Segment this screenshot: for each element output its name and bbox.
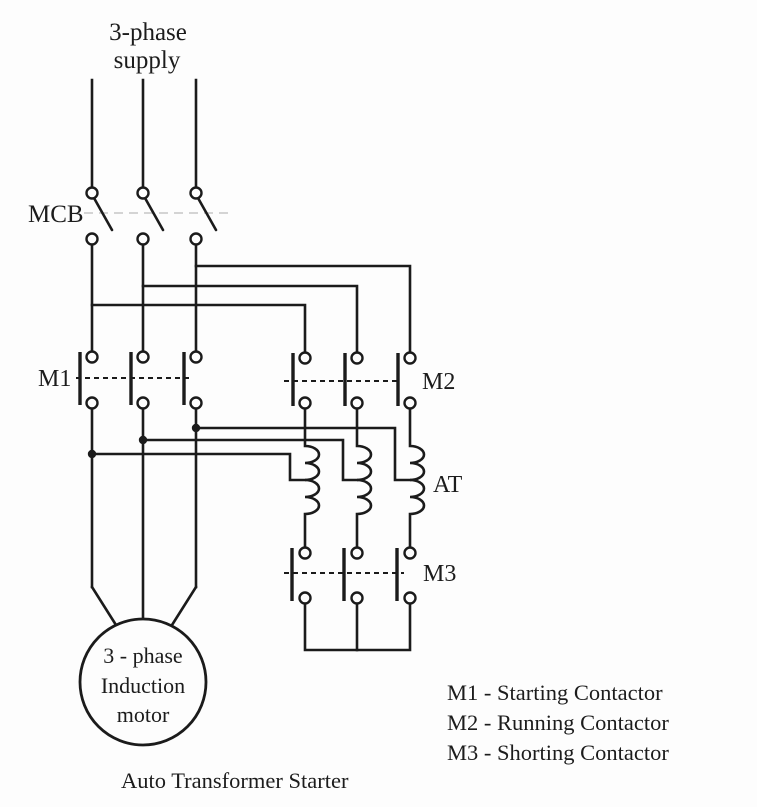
mcb-terminal (189, 232, 203, 246)
shorting-bus (303, 602, 412, 652)
motor-label-line2: Induction (101, 673, 185, 698)
mcb-blade-1 (92, 196, 114, 232)
at-coil-2 (355, 407, 373, 549)
m2-terminal (403, 396, 417, 410)
at-coil-1 (303, 407, 321, 549)
mcb-terminal (136, 186, 150, 200)
m2-terminal (298, 351, 312, 365)
supply-wires (90, 78, 198, 189)
m1-terminal (189, 396, 203, 410)
distribution-wires (90, 243, 412, 354)
motor-label-line3: motor (117, 702, 170, 727)
m3-terminal (350, 591, 364, 605)
m2-contactor: M2 (284, 351, 455, 410)
phase3-branch-to-m2 (194, 264, 412, 354)
m2-terminal (403, 351, 417, 365)
m1-label: M1 (38, 366, 71, 392)
motor-wire-1-slant (90, 585, 118, 627)
supply-label-line2: supply (114, 47, 181, 74)
m1-terminal (136, 396, 150, 410)
at-coil-3 (408, 407, 426, 549)
m3-terminal (298, 591, 312, 605)
motor-feed-wires (90, 407, 198, 627)
m1-terminal (136, 350, 150, 364)
mcb-blade-3 (196, 196, 218, 232)
tap-wire-2 (141, 438, 359, 482)
m3-terminal (350, 546, 364, 560)
at-label: AT (433, 472, 463, 498)
mcb-terminal (136, 232, 150, 246)
m1-terminal (85, 396, 99, 410)
autotransformer-tap-wires (87, 423, 412, 482)
mcb-terminal (85, 232, 99, 246)
m3-contactor: M3 (284, 546, 456, 605)
m3-terminal (403, 546, 417, 560)
m3-terminal (403, 591, 417, 605)
m1-terminal (85, 350, 99, 364)
mcb-switch: MCB (28, 186, 232, 246)
m3-terminal (298, 546, 312, 560)
m1-terminal (189, 350, 203, 364)
mcb-blade-2 (143, 196, 165, 232)
legend-item-m1: M1 - Starting Contactor (447, 680, 663, 705)
diagram-caption: Auto Transformer Starter (121, 768, 349, 793)
motor-label-line1: 3 - phase (103, 643, 182, 668)
mcb-label: MCB (28, 201, 84, 228)
m2-terminal (298, 396, 312, 410)
phase1-branch-to-m2 (90, 303, 307, 354)
mcb-terminal (85, 186, 99, 200)
autotransformer-coils: AT (303, 407, 463, 549)
m2-terminal (350, 351, 364, 365)
junction-dot (138, 435, 148, 445)
tap-wire-3 (194, 426, 412, 482)
tap-wire-1 (90, 452, 307, 482)
supply-label-line1: 3-phase (109, 19, 187, 46)
junction-dot (87, 449, 97, 459)
motor-circle (78, 617, 208, 747)
m2-label: M2 (422, 369, 455, 395)
motor-wire-3-slant (170, 585, 198, 627)
legend-item-m2: M2 - Running Contactor (447, 710, 669, 735)
junction-dot (191, 423, 201, 433)
m2-terminal (350, 396, 364, 410)
mcb-terminal (189, 186, 203, 200)
legend-item-m3: M3 - Shorting Contactor (447, 740, 669, 765)
phase2-branch-to-m2 (141, 284, 359, 354)
m3-label: M3 (423, 561, 456, 587)
legend: M1 - Starting Contactor M2 - Running Con… (447, 680, 669, 765)
m1-contactor: M1 (38, 350, 203, 410)
induction-motor: 3 - phase Induction motor (78, 617, 208, 747)
